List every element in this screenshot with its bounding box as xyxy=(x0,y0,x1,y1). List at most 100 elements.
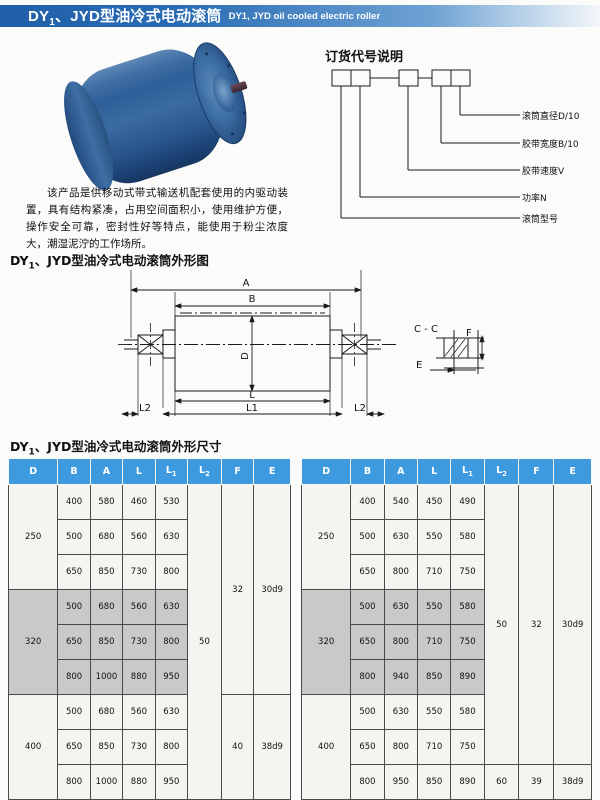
cell-L: 560 xyxy=(122,694,156,730)
page-title-en: DY1, JYD oil cooled electric roller xyxy=(228,10,381,22)
order-label-power: 功率N xyxy=(522,194,547,204)
cell-L1: 750 xyxy=(450,554,485,590)
cell-B: 500 xyxy=(350,519,385,555)
col-header-L: L xyxy=(122,458,156,485)
col-header-B: B xyxy=(57,458,91,485)
cell-L: 850 xyxy=(416,659,452,695)
cell-L1: 800 xyxy=(154,624,189,660)
cell-E: 30d9 xyxy=(553,484,592,765)
cell-A: 1000 xyxy=(89,659,124,695)
ordering-code-diagram xyxy=(331,69,520,219)
cell-B: 800 xyxy=(350,764,385,800)
cell-B: 800 xyxy=(350,659,385,695)
page-title-cn: DY1、JYD型油冷式电动滚筒 xyxy=(28,7,222,28)
cell-L1: 750 xyxy=(450,729,485,765)
cell-F: 40 xyxy=(220,694,255,800)
cell-B: 800 xyxy=(57,659,91,695)
cell-B: 500 xyxy=(57,694,91,730)
cell-L1: 580 xyxy=(450,589,485,625)
order-label-belt-width: 胶带宽度B/10 xyxy=(522,140,579,150)
cell-A: 800 xyxy=(383,729,418,765)
product-description: 该产品是供移动式带式输送机配套使用的内驱动装置，具有结构紧凑，占用空间面积小，使… xyxy=(26,187,288,250)
cell-L1: 750 xyxy=(450,624,485,660)
cell-B: 650 xyxy=(57,624,91,660)
page-title-bar: DY1、JYD型油冷式电动滚筒 DY1, JYD oil cooled elec… xyxy=(0,5,600,28)
cell-A: 1000 xyxy=(89,764,124,800)
col-header-L1: L1 xyxy=(450,458,485,485)
cell-L1: 630 xyxy=(154,694,189,730)
cell-A: 850 xyxy=(89,554,124,590)
cell-L2: 50 xyxy=(483,484,520,765)
dim-label-L1: L1 xyxy=(246,403,258,414)
cell-L1: 630 xyxy=(154,519,189,555)
table-header-row: D B A L L1 L2 F E xyxy=(300,458,592,485)
col-header-D: D xyxy=(300,458,352,485)
cell-B: 500 xyxy=(57,589,91,625)
cell-E: 38d9 xyxy=(553,764,592,800)
ordering-code-title: 订货代号说明 xyxy=(325,50,404,65)
col-header-F: F xyxy=(220,458,255,485)
cell-L1: 580 xyxy=(450,519,485,555)
cell-B: 500 xyxy=(350,589,385,625)
cell-L: 730 xyxy=(122,554,156,590)
order-label-drum-model: 滚筒型号 xyxy=(522,215,559,225)
col-header-L: L xyxy=(416,458,452,485)
cell-F: 32 xyxy=(220,484,255,695)
order-label-drum-diameter: 滚筒直径D/10 xyxy=(522,112,580,122)
cell-L: 880 xyxy=(122,659,156,695)
dim-label-L: L xyxy=(249,390,255,401)
cell-B: 650 xyxy=(350,624,385,660)
cell-A: 680 xyxy=(89,694,124,730)
cell-L: 560 xyxy=(122,519,156,555)
dim-label-L2-right: L2 xyxy=(354,403,366,414)
cell-L: 850 xyxy=(416,764,452,800)
cell-L: 880 xyxy=(122,764,156,800)
cell-A: 800 xyxy=(383,554,418,590)
cell-B: 500 xyxy=(350,694,385,730)
cell-F: 39 xyxy=(518,764,555,800)
cell-D: 250 xyxy=(7,484,59,590)
cell-L1: 800 xyxy=(154,729,189,765)
cell-B: 650 xyxy=(350,729,385,765)
cell-A: 680 xyxy=(89,589,124,625)
roller-drum-illustration xyxy=(53,30,259,196)
cell-B: 650 xyxy=(350,554,385,590)
cell-A: 680 xyxy=(89,519,124,555)
cell-L: 730 xyxy=(122,729,156,765)
cell-L1: 890 xyxy=(450,659,485,695)
col-header-A: A xyxy=(89,458,124,485)
cell-L1: 950 xyxy=(154,659,189,695)
cell-B: 650 xyxy=(57,554,91,590)
col-header-L2: L2 xyxy=(483,458,520,485)
col-header-L1: L1 xyxy=(154,458,189,485)
cell-D: 250 xyxy=(300,484,352,590)
cell-A: 850 xyxy=(89,624,124,660)
cell-L: 710 xyxy=(416,729,452,765)
cell-L: 710 xyxy=(416,554,452,590)
cell-D: 400 xyxy=(300,694,352,800)
cell-L: 710 xyxy=(416,624,452,660)
dim-label-A: A xyxy=(243,278,250,289)
section-cc-label: C - C xyxy=(414,324,438,335)
dim-label-F: F xyxy=(466,328,472,339)
cell-D: 320 xyxy=(300,589,352,695)
cell-L1: 950 xyxy=(154,764,189,800)
col-header-E: E xyxy=(553,458,592,485)
cell-L1: 530 xyxy=(154,484,189,520)
dim-label-D: D xyxy=(240,352,251,360)
dim-label-L2-left: L2 xyxy=(139,403,151,414)
col-header-F: F xyxy=(518,458,555,485)
cell-E: 30d9 xyxy=(253,484,291,695)
cell-B: 800 xyxy=(57,764,91,800)
table-header-row: D B A L L1 L2 F E xyxy=(7,458,291,485)
section-heading-outline-drawing: DY1、JYD型油冷式电动滚筒外形图 xyxy=(10,253,209,272)
cell-A: 800 xyxy=(383,624,418,660)
